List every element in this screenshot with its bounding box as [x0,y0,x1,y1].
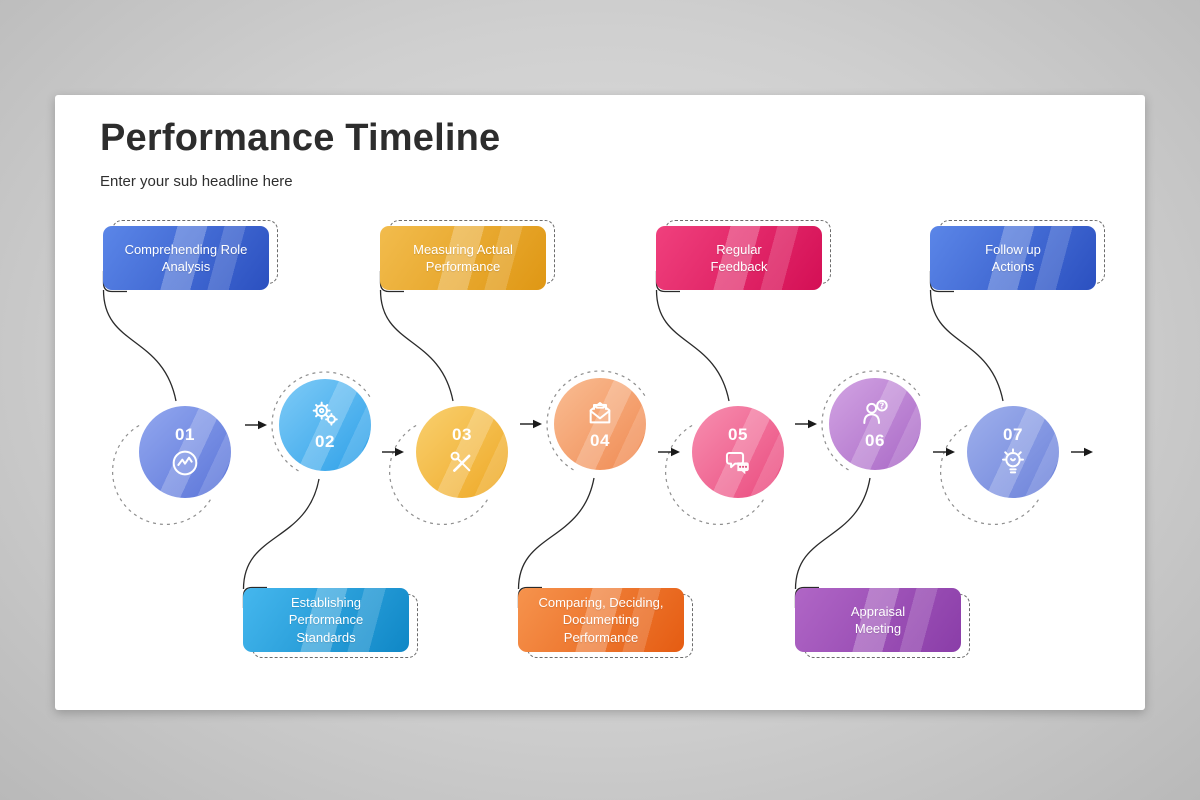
step-number: 06 [865,431,885,450]
step-number: 02 [315,432,335,451]
step-number: 03 [452,425,472,444]
box-fill [380,226,546,290]
circle-fill [279,379,371,471]
label-box-comprehending-role-analysis[interactable]: Comprehending Role Analysis [103,220,278,290]
label-box-appraisal-meeting[interactable]: Appraisal Meeting [795,588,970,658]
circle-fill [554,378,646,470]
box-fill [930,226,1096,290]
arrow-icon-1 [245,420,267,430]
light-bulb-icon [997,447,1029,479]
label-box-measuring-actual-performance[interactable]: Measuring Actual Performance [380,220,555,290]
step-circle-06[interactable]: 06 ? [829,378,921,470]
step-number: 07 [1003,425,1023,444]
page-subtitle: Enter your sub headline here [100,173,293,190]
step-number: 04 [590,431,610,450]
box-label: Comparing, Deciding, Documenting Perform… [538,595,664,645]
box-label: Comprehending Role Analysis [124,241,248,274]
step-number: 01 [175,425,195,444]
slide: Performance Timeline Enter your sub head… [55,95,1145,710]
box-label: Measuring Actual Performance [413,241,513,274]
arrow-icon-4 [658,447,680,457]
box-label: Establishing Performance Standards [288,595,364,645]
box-fill [795,588,961,652]
arrow-icon-5 [795,419,817,429]
connector-top-4 [929,271,1004,402]
box-label: Regular Feedback [710,241,768,274]
circle-fill [416,406,508,498]
arrow-icon-6 [933,447,955,457]
line-chart-icon [169,447,201,479]
box-label: Appraisal Meeting [850,603,906,636]
box-fill [656,226,822,290]
arrow-icon-2 [382,447,404,457]
arrow-icon-7 [1071,447,1093,457]
arrow-icon-3 [520,419,542,429]
step-circle-03[interactable]: 03 [416,406,508,498]
circle-fill [692,406,784,498]
page-title: Performance Timeline [100,117,501,159]
box-fill [518,588,684,652]
connector-top-2 [379,271,454,402]
step-number: 05 [728,425,748,444]
label-box-regular-feedback[interactable]: Regular Feedback [656,220,831,290]
open-mail-icon [584,397,616,429]
person-question-icon: ? [859,397,891,429]
circle-fill [967,406,1059,498]
step-circle-07[interactable]: 07 [967,406,1059,498]
step-circle-04[interactable]: 04 [554,378,646,470]
chat-bubbles-icon [722,447,754,479]
gears-icon [309,398,341,430]
box-fill [103,226,269,290]
tools-icon [446,447,478,479]
box-fill [243,588,409,652]
label-box-establishing-performance-standards[interactable]: Establishing Performance Standards [243,588,418,658]
svg-text:?: ? [880,401,885,411]
box-label: Follow up Actions [985,241,1041,274]
step-circle-02[interactable]: 02 [279,379,371,471]
connector-top-1 [102,271,177,402]
step-circle-01[interactable]: 01 [139,406,231,498]
connector-top-3 [655,271,730,402]
step-circle-05[interactable]: 05 [692,406,784,498]
circle-fill [829,378,921,470]
label-box-follow-up-actions[interactable]: Follow up Actions [930,220,1105,290]
label-box-comparing-deciding-documenting[interactable]: Comparing, Deciding, Documenting Perform… [518,588,693,658]
